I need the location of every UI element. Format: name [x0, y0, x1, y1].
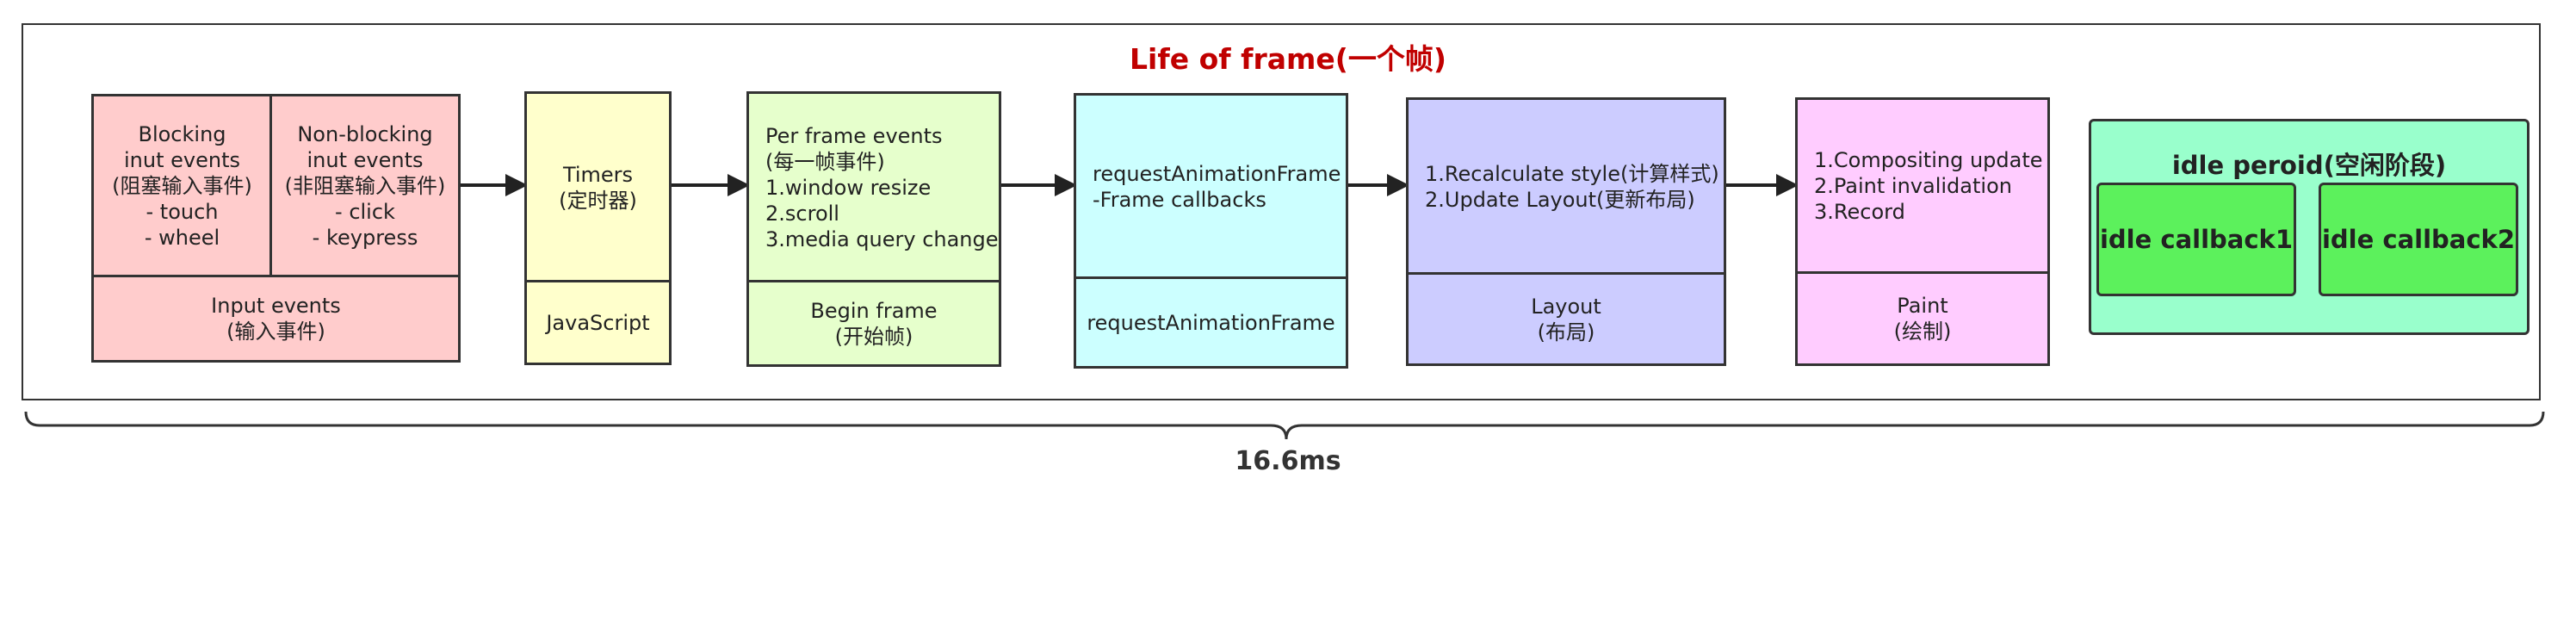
layout-line-2: 2.Update Layout(更新布局)	[1425, 187, 1695, 212]
input-footer-line-1: Input events	[211, 294, 341, 318]
blocking-input-events: Blocking inut events (阻塞输入事件) - touch - …	[94, 96, 270, 276]
layout-steps: 1.Recalculate style(计算样式) 2.Update Layou…	[1409, 100, 1724, 273]
per-frame-line-1: Per frame events	[765, 123, 943, 148]
javascript-label: JavaScript	[527, 282, 669, 363]
timers-label: Timers (定时器)	[527, 94, 669, 281]
raf-frame-callbacks: requestAnimationFrame -Frame callbacks	[1076, 96, 1346, 277]
raf-line-2: -Frame callbacks	[1093, 187, 1266, 212]
raf-footer-line: requestAnimationFrame	[1087, 310, 1335, 335]
blocking-line-2: inut events	[124, 148, 240, 172]
frame-duration: 16.6ms	[1235, 446, 1341, 476]
blocking-line-3: (阻塞输入事件)	[112, 174, 252, 198]
javascript-line: JavaScript	[546, 310, 650, 335]
idle-callback-2: idle callback2	[2319, 183, 2518, 296]
blocking-line-5: - wheel	[144, 226, 220, 250]
raf-line-1: requestAnimationFrame	[1093, 161, 1341, 186]
per-frame-line-2: (每一帧事件)	[765, 149, 885, 174]
per-frame-line-4: 2.scroll	[765, 201, 839, 226]
non-blocking-line-2: inut events	[307, 148, 424, 172]
layout-footer-line-2: (布局)	[1537, 320, 1595, 344]
raf-label: requestAnimationFrame	[1076, 279, 1346, 366]
non-blocking-input-events: Non-blocking inut events (非阻塞输入事件) - cli…	[272, 96, 458, 276]
arrow-input-to-timers	[461, 174, 528, 196]
idle-callback-1: idle callback1	[2096, 183, 2296, 296]
begin-frame-box: Per frame events (每一帧事件) 1.window resize…	[746, 91, 1001, 367]
per-frame-line-3: 1.window resize	[765, 175, 932, 200]
blocking-line-1: Blocking	[138, 122, 226, 146]
arrow-layout-to-paint	[1726, 174, 1799, 196]
input-footer-line-2: (输入事件)	[226, 320, 325, 344]
timers-line-1: Timers	[562, 162, 634, 187]
input-events-box: Blocking inut events (阻塞输入事件) - touch - …	[91, 94, 461, 363]
input-events-label: Input events (输入事件)	[94, 277, 458, 360]
raf-box: requestAnimationFrame -Frame callbacks r…	[1074, 93, 1348, 369]
non-blocking-line-3: (非阻塞输入事件)	[284, 174, 446, 198]
paint-label: Paint (绘制)	[1798, 274, 2047, 363]
non-blocking-line-5: - keypress	[312, 226, 418, 250]
per-frame-line-5: 3.media query change	[765, 226, 999, 251]
non-blocking-line-4: - click	[335, 200, 395, 224]
layout-label: Layout (布局)	[1409, 275, 1724, 363]
arrow-begin-frame-to-raf	[1001, 174, 1077, 196]
arrow-timers-to-begin-frame	[672, 174, 750, 196]
non-blocking-line-1: Non-blocking	[297, 122, 433, 146]
layout-footer-line-1: Layout	[1531, 294, 1601, 319]
blocking-line-4: - touch	[146, 200, 219, 224]
paint-footer-line-1: Paint	[1897, 294, 1948, 318]
timers-box: Timers (定时器) JavaScript	[524, 91, 672, 365]
layout-line-1: 1.Recalculate style(计算样式)	[1425, 161, 1719, 186]
layout-box: 1.Recalculate style(计算样式) 2.Update Layou…	[1406, 97, 1726, 366]
paint-box: 1.Compositing update 2.Paint invalidatio…	[1795, 97, 2050, 366]
diagram-title: Life of frame(一个帧)	[1130, 42, 1446, 76]
paint-steps: 1.Compositing update 2.Paint invalidatio…	[1798, 100, 2047, 272]
per-frame-events: Per frame events (每一帧事件) 1.window resize…	[749, 94, 999, 281]
paint-line-3: 3.Record	[1814, 200, 1905, 224]
paint-line-1: 1.Compositing update	[1814, 148, 2043, 172]
timers-line-2: (定时器)	[559, 188, 637, 213]
paint-line-2: 2.Paint invalidation	[1814, 174, 2012, 198]
paint-footer-line-2: (绘制)	[1893, 320, 1952, 344]
begin-frame-label: Begin frame (开始帧)	[749, 282, 999, 364]
idle-period-title: idle peroid(空闲阶段)	[2171, 151, 2447, 180]
begin-frame-line-1: Begin frame	[810, 298, 938, 323]
idle-period-box: idle peroid(空闲阶段) idle callback1 idle ca…	[2089, 119, 2530, 335]
arrow-raf-to-layout	[1348, 174, 1409, 196]
begin-frame-line-2: (开始帧)	[834, 324, 913, 349]
